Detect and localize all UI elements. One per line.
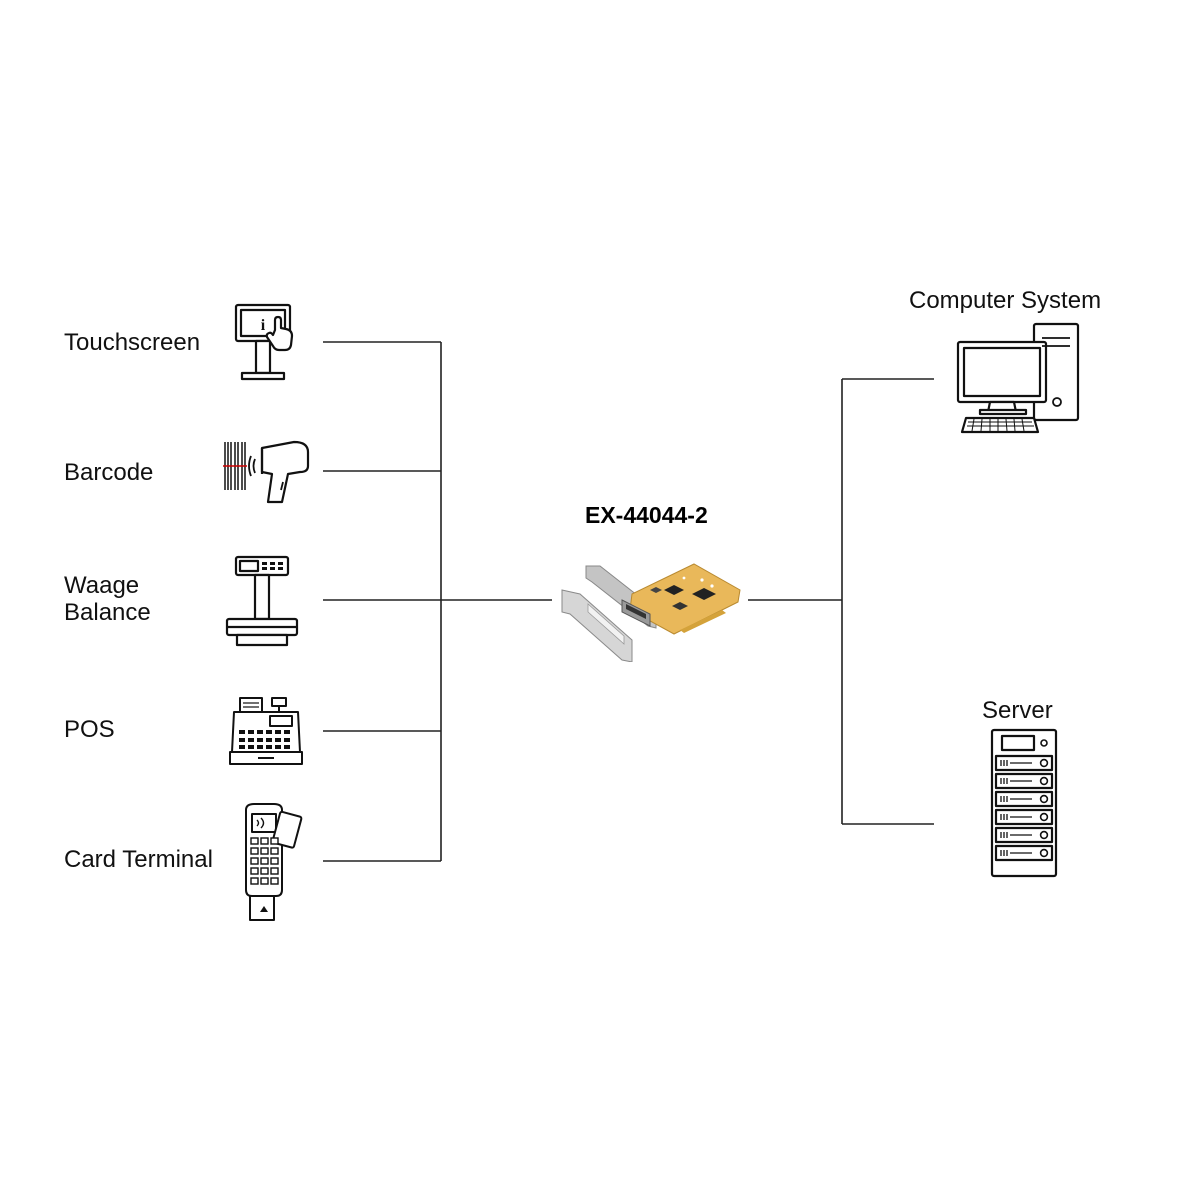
svg-text:i: i [261,317,266,334]
barcode-scanner-icon [220,432,312,504]
server-rack-icon [988,728,1060,880]
weighing-scale-icon [222,554,302,652]
card-terminal-icon [236,802,308,924]
pos-label: POS [64,716,115,743]
kiosk-touchscreen-icon: i [228,300,300,384]
card-model-title: EX-44044-2 [585,502,708,528]
cash-register-icon [226,694,306,768]
computer-system-label: Computer System [909,287,1102,314]
scale-label-fr: Balance [64,599,151,626]
desktop-computer-icon [954,318,1086,436]
card-terminal-label: Card Terminal [64,846,213,873]
barcode-label: Barcode [64,459,154,486]
server-label: Server [982,697,1053,724]
pcie-serial-card-image [552,560,748,662]
touchscreen-label: Touchscreen [64,329,201,356]
scale-label-de: Waage [64,572,140,599]
